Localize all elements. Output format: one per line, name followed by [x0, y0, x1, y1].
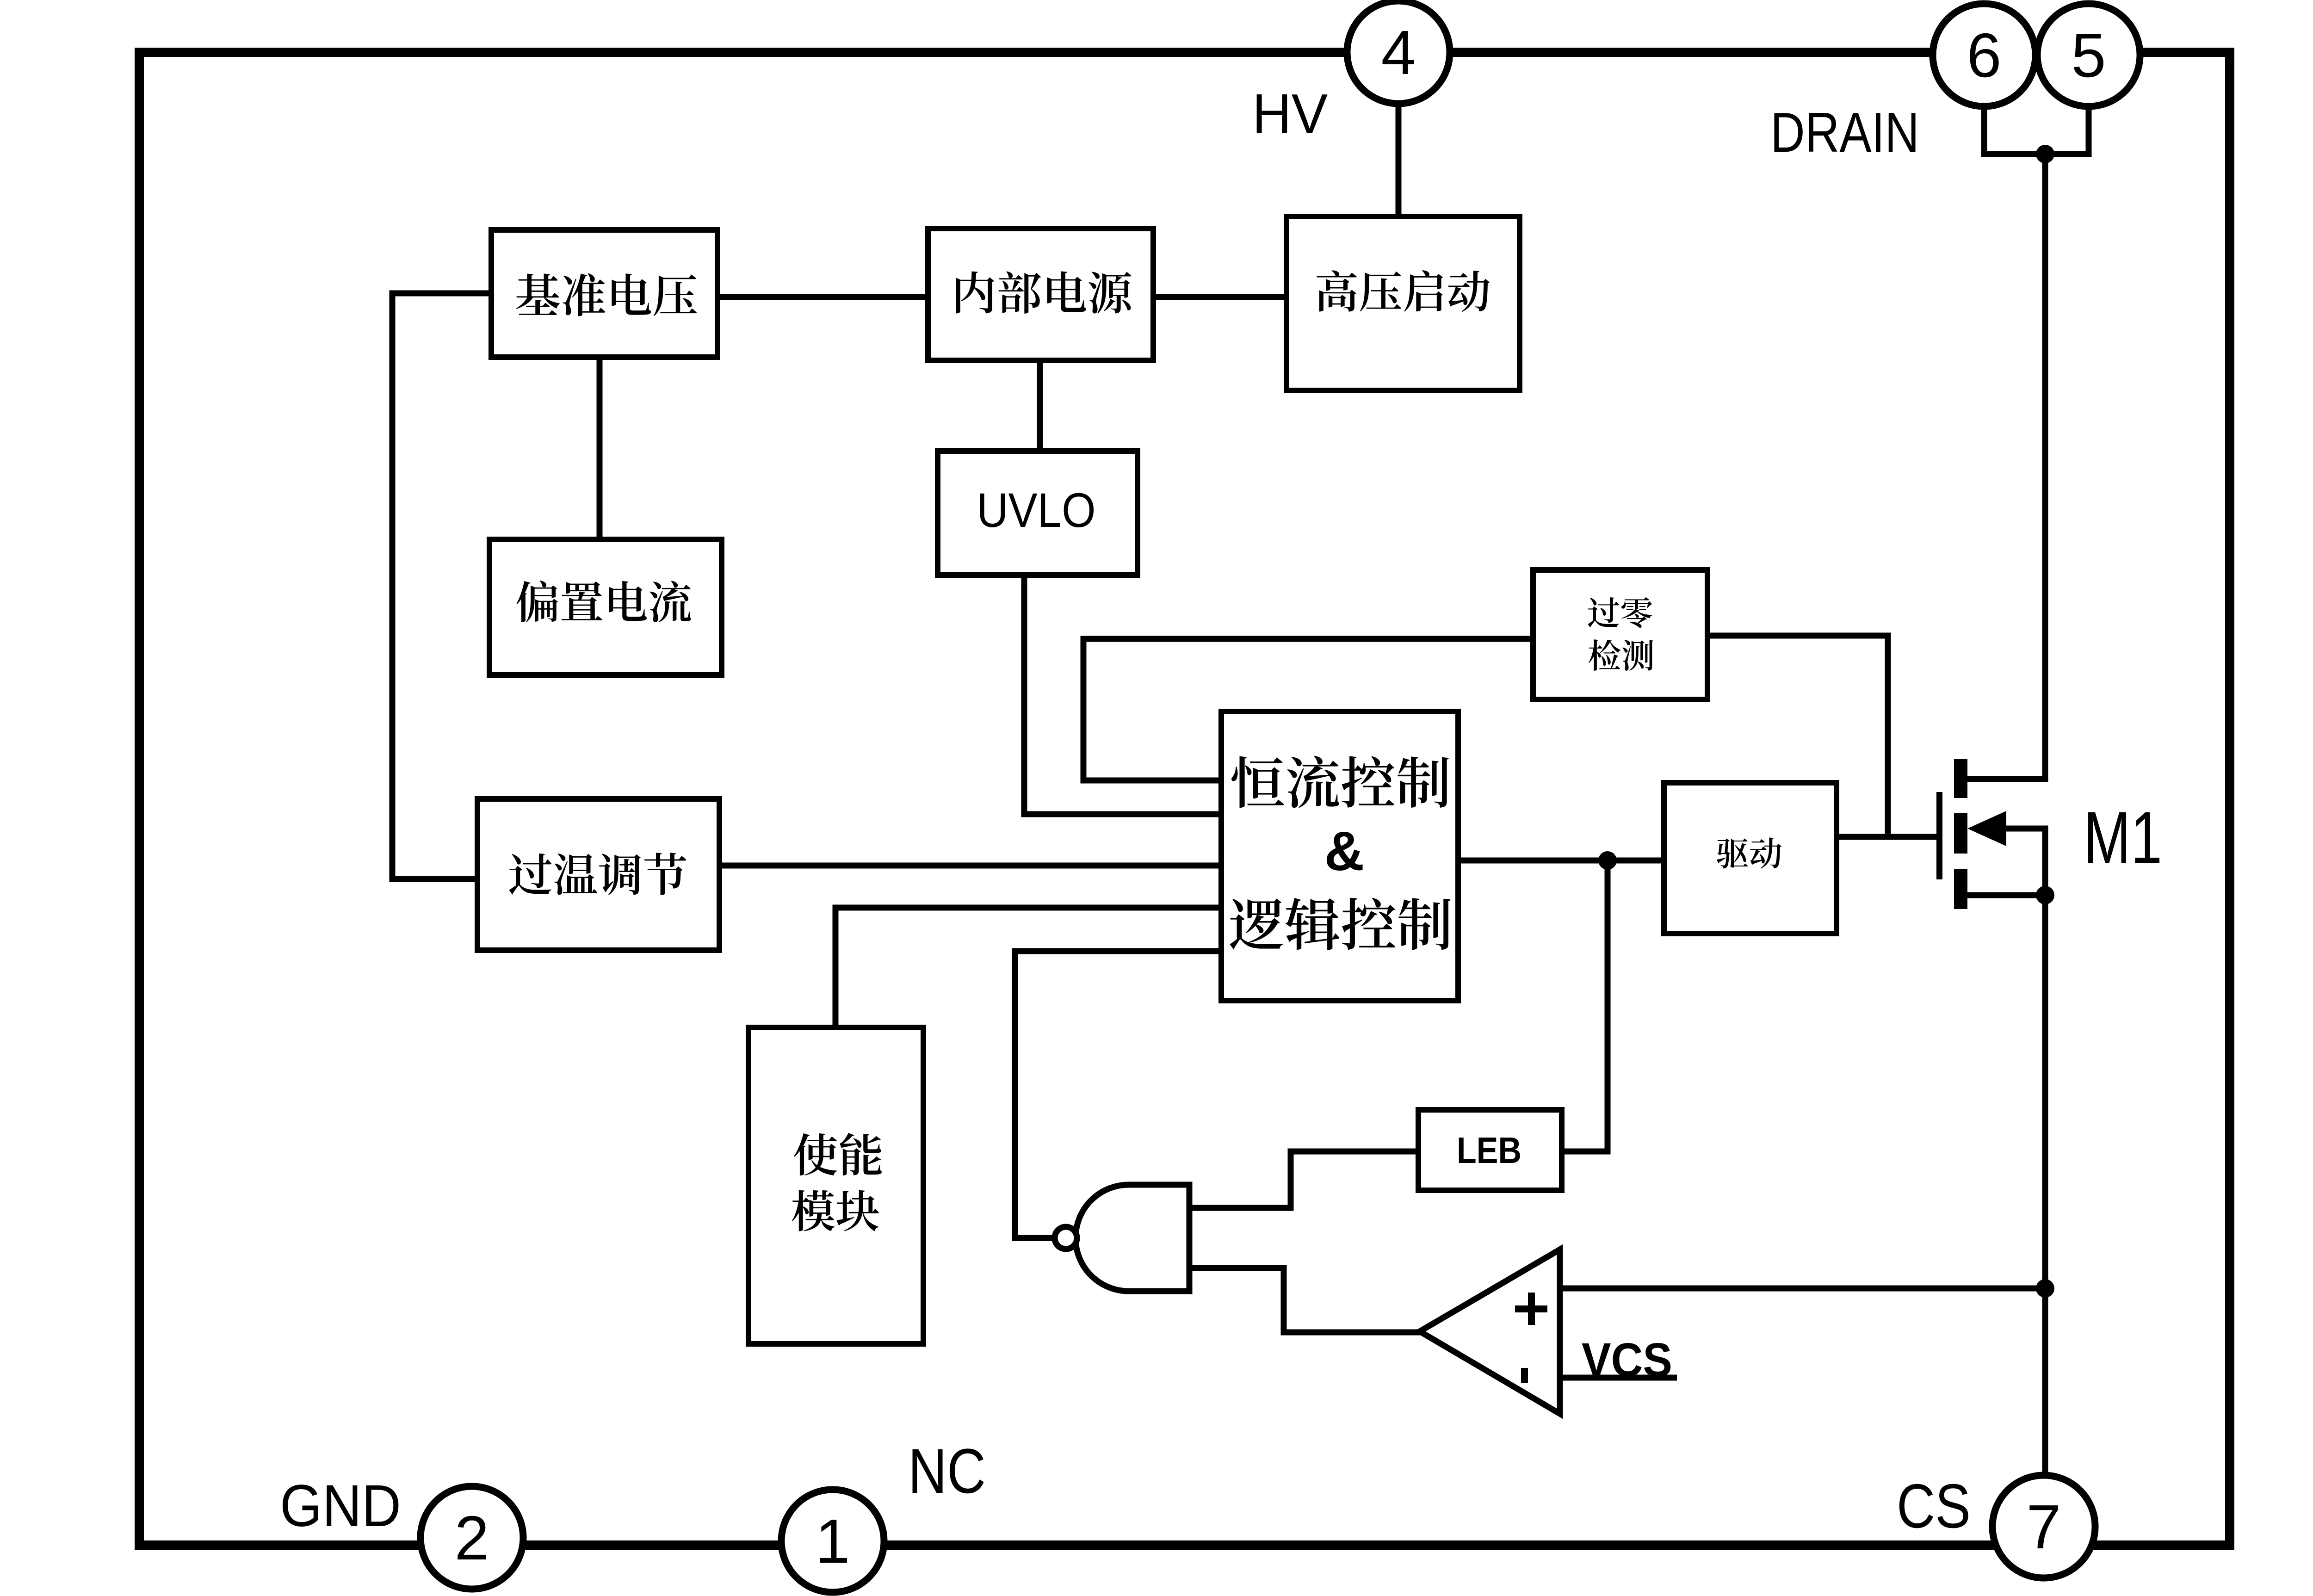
svg-text:7: 7	[2026, 1492, 2061, 1562]
svg-text:CS: CS	[1897, 1471, 1971, 1541]
svg-text:GND: GND	[280, 1473, 401, 1539]
svg-text:4: 4	[1381, 18, 1416, 87]
svg-text:M1: M1	[2084, 796, 2162, 879]
svg-text:2: 2	[454, 1503, 489, 1573]
svg-text:UVLO: UVLO	[977, 483, 1096, 538]
svg-text:LEB: LEB	[1457, 1130, 1521, 1171]
svg-text:&: &	[1324, 820, 1365, 882]
svg-text:HV: HV	[1252, 82, 1328, 145]
svg-text:NC: NC	[908, 1436, 986, 1507]
svg-text:1: 1	[815, 1506, 850, 1576]
svg-text:6: 6	[1967, 20, 2001, 90]
svg-text:5: 5	[2071, 20, 2106, 90]
svg-text:DRAIN: DRAIN	[1770, 101, 1919, 164]
svg-text:VCS: VCS	[1582, 1333, 1672, 1386]
